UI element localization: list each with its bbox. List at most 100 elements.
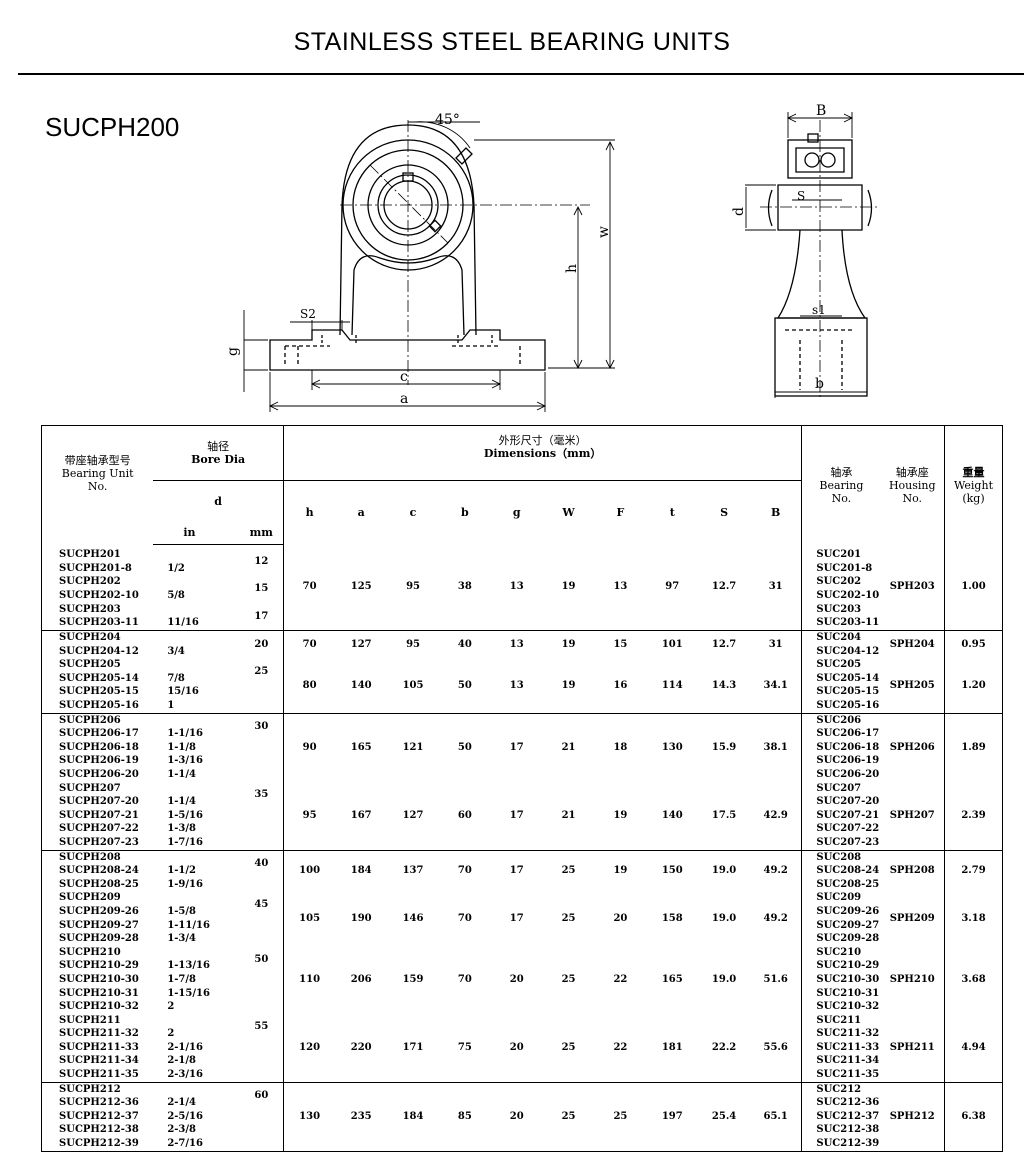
model-title: SUCPH200	[45, 112, 180, 142]
bearing-list: SUC205 SUC205-14 SUC205-15 SUC205-16	[801, 658, 881, 714]
table-row: SUCPH206 SUCPH206-17 SUCPH206-18 SUCPH20…	[41, 713, 1003, 782]
unit-list: SUCPH201 SUCPH201-8 SUCPH202 SUCPH202-10…	[41, 544, 154, 632]
bearing-header: 轴承 Bearing No.	[801, 425, 881, 544]
bore-mm-list: 50	[239, 945, 284, 1014]
S-value: 14.3	[698, 658, 751, 714]
g-value: 13	[490, 658, 543, 714]
W-value: 25	[542, 1013, 595, 1083]
t-value: 114	[646, 658, 699, 714]
weight-value: 3.18	[944, 891, 1003, 946]
t-value: 140	[646, 781, 699, 851]
b-label: b	[815, 376, 824, 392]
bore-d-header: d	[153, 480, 284, 522]
g-label: g	[225, 347, 241, 356]
front-dimension-labels: 45° w h g S2 c a	[225, 112, 612, 407]
b-value: 40	[457, 638, 472, 650]
s1-label: s1	[812, 303, 826, 317]
bore-inch-list: 7/8 15/16 1	[153, 658, 240, 714]
bore-in-header: in	[153, 521, 240, 545]
g-value: 20	[490, 1013, 543, 1083]
g-value: 17	[490, 781, 543, 851]
bore-mm-header: mm	[239, 521, 284, 545]
side-center-lines	[760, 120, 880, 400]
F-value: 13	[594, 544, 647, 632]
weight-header-en1: Weight	[954, 478, 993, 492]
dimensions-header: 外形尺寸（毫米） Dimensions（mm）	[283, 425, 803, 481]
unit-header-en2: No.	[87, 480, 108, 493]
h-value: 80	[283, 658, 336, 714]
b-value: 50	[438, 658, 491, 714]
dims-header-en: Dimensions（mm）	[483, 447, 602, 460]
housing-value: SPH203	[880, 544, 946, 632]
bore-inch-list: 1-1/4 1-5/16 1-3/8 1-7/16	[153, 781, 240, 851]
S-value: 25.4	[698, 1082, 751, 1152]
spec-group-212: SUCPH212 SUCPH212-36 SUCPH212-37 SUCPH21…	[41, 1082, 1003, 1152]
weight-value: 4.94	[944, 1013, 1003, 1083]
bore-mm-list: 45	[239, 891, 284, 946]
bearing-header-en2: No.	[831, 491, 852, 505]
W-value: 21	[542, 781, 595, 851]
t-value: 181	[646, 1013, 699, 1083]
s2-label: S2	[300, 307, 316, 321]
housing-header: 轴承座 Housing No.	[880, 425, 946, 544]
d-label: d	[731, 207, 747, 216]
unit-list: SUCPH208 SUCPH208-24 SUCPH208-25	[41, 850, 154, 892]
S-value: 19.0	[711, 973, 737, 985]
bearing-list: SUC212 SUC212-36 SUC212-37 SUC212-38 SUC…	[801, 1082, 881, 1152]
g-value: 17	[509, 912, 524, 924]
spec-group-209: SUCPH209 SUCPH209-26 SUCPH209-27 SUCPH20…	[41, 891, 1003, 946]
col-B-header: B	[750, 480, 803, 544]
bearing-list: SUC208 SUC208-24 SUC208-25	[816, 851, 880, 890]
b-value: 50	[457, 741, 472, 753]
W-value: 19	[542, 658, 595, 714]
g-value: 17	[509, 865, 524, 877]
bore-mm-list: 20	[239, 630, 284, 659]
t-value: 158	[661, 912, 683, 924]
t-value: 130	[661, 741, 683, 753]
unit-list: SUCPH210 SUCPH210-29 SUCPH210-30 SUCPH21…	[41, 945, 154, 1014]
h-value: 105	[299, 912, 321, 924]
spec-group-203: SUCPH201 SUCPH201-8 SUCPH202 SUCPH202-10…	[41, 544, 1003, 632]
weight-header-cn: 重量	[962, 465, 985, 479]
F-value: 25	[594, 1082, 647, 1152]
S-value: 22.2	[698, 1013, 751, 1083]
bore-inch-list: 1-5/8 1-11/16 1-3/4	[167, 905, 210, 945]
g-value: 20	[509, 973, 524, 985]
W-value: 19	[561, 638, 576, 650]
a-value: 190	[350, 912, 372, 924]
housing-value: SPH207	[880, 781, 946, 851]
weight-value: 6.38	[944, 1082, 1003, 1152]
bore-mm-list: 35	[239, 781, 284, 851]
B-value: 31	[750, 630, 803, 659]
F-value: 18	[613, 741, 628, 753]
weight-value: 2.39	[944, 781, 1003, 851]
h-label: h	[564, 264, 580, 273]
bearing-list: SUC209 SUC209-26 SUC209-27 SUC209-28	[816, 892, 880, 945]
a-value: 127	[350, 638, 372, 650]
B-value: 65.1	[750, 1082, 803, 1152]
W-value: 19	[542, 544, 595, 632]
t-value: 197	[646, 1082, 699, 1152]
bore-header-en: Bore Dia	[191, 453, 246, 466]
F-value: 19	[613, 865, 628, 877]
col-S-header: S	[698, 480, 751, 544]
table-row: SUCPH211 SUCPH211-32 SUCPH211-33 SUCPH21…	[41, 1013, 1003, 1083]
unit-header-en1: Bearing Unit	[61, 467, 134, 480]
weight-value: 1.89	[944, 713, 1003, 782]
h-value: 70	[283, 544, 336, 632]
front-view	[269, 124, 546, 371]
weight-value: 1.00	[944, 544, 1003, 632]
a-value: 125	[335, 544, 388, 632]
unit-list: SUCPH205 SUCPH205-14 SUCPH205-15 SUCPH20…	[41, 658, 154, 714]
bore-mm-list: 25	[239, 658, 284, 714]
b-value: 70	[457, 973, 472, 985]
b-value: 38	[438, 544, 491, 632]
a-value: 235	[335, 1082, 388, 1152]
t-value: 165	[661, 973, 683, 985]
c-value: 171	[387, 1013, 439, 1083]
unit-list: SUCPH211 SUCPH211-32 SUCPH211-33 SUCPH21…	[41, 1013, 154, 1083]
bearing-list: SUC206 SUC206-17 SUC206-18 SUC206-19 SUC…	[816, 714, 880, 780]
table-row: SUCPH204 SUCPH204-12 3/4 20 70 127 95 40…	[41, 630, 1003, 659]
a-value: 184	[350, 865, 372, 877]
housing-value: SPH210	[880, 945, 946, 1014]
